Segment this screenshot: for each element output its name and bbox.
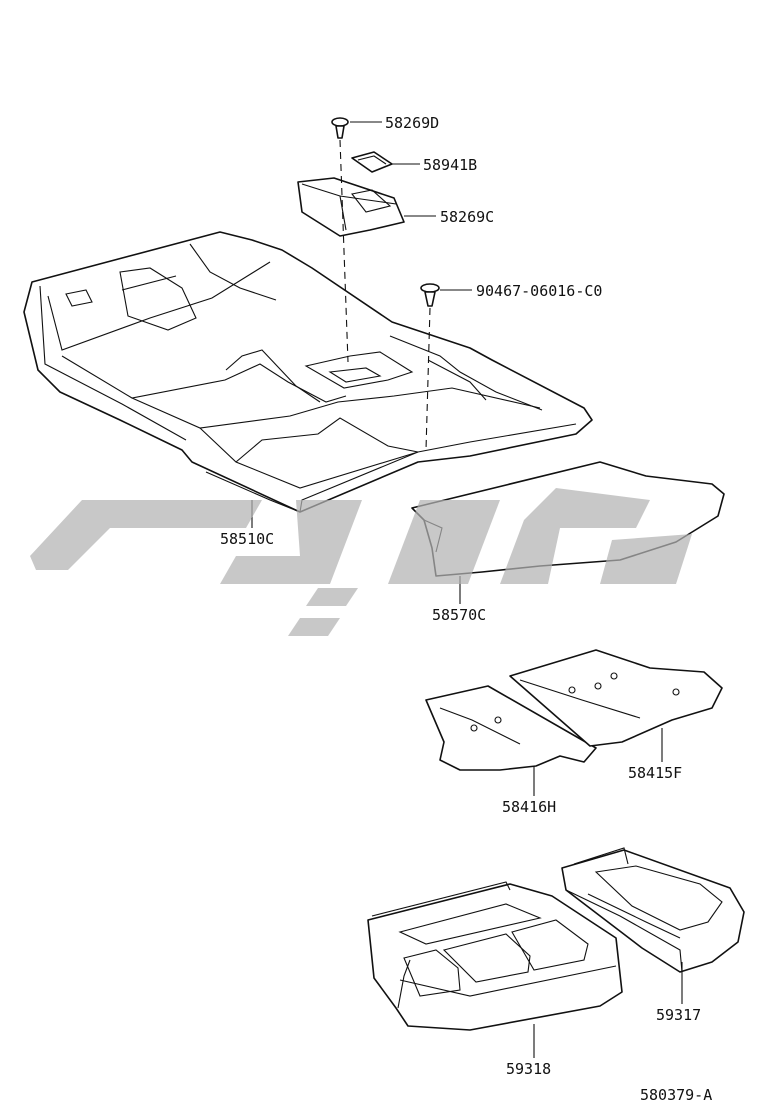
floor-mat-58416H bbox=[425, 685, 597, 771]
label-58510C: 58510C bbox=[220, 530, 274, 548]
label-58570C: 58570C bbox=[432, 606, 486, 624]
label-90467-06016-C0: 90467-06016-C0 bbox=[476, 282, 602, 300]
floor-mat-58415F bbox=[509, 649, 723, 747]
watermark-logo bbox=[30, 488, 692, 636]
clip-90467-06016-C0 bbox=[420, 283, 440, 307]
label-58415F: 58415F bbox=[628, 764, 682, 782]
figure-number: 580379-A bbox=[640, 1086, 712, 1104]
floor-carpet-58510C bbox=[23, 231, 593, 513]
label-59318: 59318 bbox=[506, 1060, 551, 1078]
console-pad-58269C bbox=[297, 177, 405, 237]
alignment-line-clip bbox=[339, 139, 349, 363]
tray-59317 bbox=[561, 847, 745, 973]
label-59317: 59317 bbox=[656, 1006, 701, 1024]
label-58416H: 58416H bbox=[502, 798, 556, 816]
clip-58269D bbox=[331, 117, 349, 139]
label-58941B: 58941B bbox=[423, 156, 477, 174]
leader-lines bbox=[251, 121, 683, 1058]
label-58269C: 58269C bbox=[440, 208, 494, 226]
label-58269D: 58269D bbox=[385, 114, 439, 132]
tray-59318 bbox=[367, 881, 623, 1031]
plug-58941B bbox=[351, 151, 393, 173]
